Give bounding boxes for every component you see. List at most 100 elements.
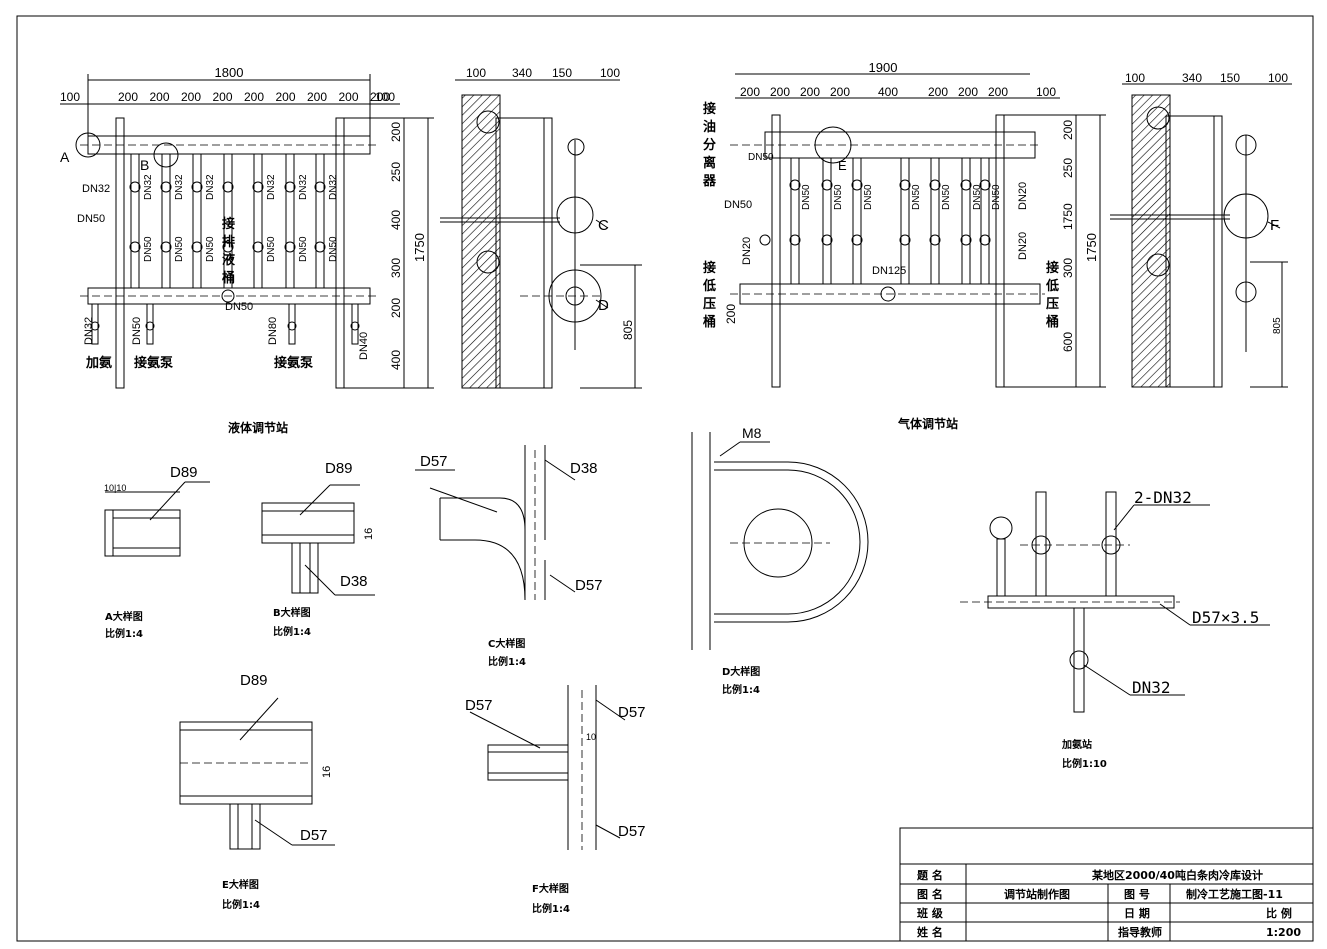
svg-text:400: 400 — [878, 85, 898, 99]
svg-text:DN20: DN20 — [1017, 182, 1029, 210]
liquid-branch-dn32: DN32 — [328, 174, 339, 200]
detail-c: D57 D38 D57 C大样图 比例1:4 — [415, 445, 603, 668]
gas-branch-dn50: DN50 — [941, 184, 952, 210]
svg-text:200: 200 — [800, 85, 820, 99]
svg-text:600: 600 — [1061, 332, 1075, 352]
liquid-branch-dn50: DN50 — [328, 236, 339, 262]
liquid-station-side-view: 100 340 150 100 C D 805 — [440, 66, 642, 389]
liquid-tag-b: B — [140, 157, 149, 173]
gas-branch-dn50: DN50 — [911, 184, 922, 210]
svg-text:200: 200 — [389, 298, 403, 318]
svg-text:班 级: 班 级 — [917, 906, 944, 920]
gas-label-jyf: 接 油 分 离 器 — [702, 101, 717, 189]
svg-text:分: 分 — [703, 137, 716, 153]
liquid-branch-dn32: DN32 — [174, 174, 185, 200]
svg-text:10: 10 — [586, 732, 596, 742]
svg-text:比 例: 比 例 — [1266, 906, 1292, 920]
liquid-side-wall — [461, 94, 501, 389]
liquid-dim-200: 200 — [150, 90, 170, 104]
detail-b: D89 D38 16 B大样图 比例1:4 — [261, 460, 375, 638]
svg-text:比例1:4: 比例1:4 — [722, 683, 760, 696]
svg-text:DN50: DN50 — [724, 199, 752, 211]
detail-a: D89 10|10 A大样图 比例1:4 — [104, 464, 210, 640]
svg-text:200: 200 — [724, 304, 738, 324]
liquid-branch-dn50: DN50 — [298, 236, 309, 262]
svg-text:比例1:4: 比例1:4 — [273, 625, 311, 638]
svg-text:接: 接 — [703, 260, 716, 276]
svg-text:压: 压 — [703, 297, 716, 312]
svg-text:D57: D57 — [465, 697, 493, 714]
svg-text:DN80: DN80 — [267, 317, 279, 345]
gas-tag-e: E — [838, 158, 847, 173]
liquid-branches: DN32DN50DN32DN50DN32DN50DN32DN50DN32DN50… — [90, 153, 360, 345]
svg-text:805: 805 — [1272, 317, 1283, 334]
svg-text:150: 150 — [1220, 71, 1240, 85]
gas-bottom-header — [739, 283, 1041, 305]
drawing-name: 调节站制作图 — [1004, 887, 1070, 901]
svg-text:比例1:10: 比例1:10 — [1062, 757, 1107, 770]
svg-text:低: 低 — [702, 278, 716, 294]
sheet-border — [16, 15, 1314, 942]
svg-text:F大样图: F大样图 — [532, 882, 569, 895]
svg-text:200: 200 — [1061, 120, 1075, 140]
svg-text:200: 200 — [740, 85, 760, 99]
svg-text:200: 200 — [389, 122, 403, 142]
svg-text:805: 805 — [621, 320, 635, 340]
svg-text:200: 200 — [928, 85, 948, 99]
svg-text:DN32: DN32 — [1132, 678, 1171, 697]
svg-text:D89: D89 — [170, 464, 198, 481]
detail-ammonia-station: 2-DN32 D57×3.5 DN32 加氨站 比例1:10 — [960, 488, 1270, 770]
gas-branch-dn50: DN50 — [833, 184, 844, 210]
svg-text:低: 低 — [1045, 278, 1059, 294]
svg-text:D57: D57 — [575, 577, 603, 594]
liquid-tag-d: D — [598, 297, 609, 314]
svg-text:200: 200 — [958, 85, 978, 99]
svg-text:比例1:4: 比例1:4 — [488, 655, 526, 668]
svg-text:图 号: 图 号 — [1124, 888, 1150, 901]
svg-text:接: 接 — [1046, 260, 1059, 276]
gas-branch-dn50: DN50 — [801, 184, 812, 210]
liquid-dim-100a: 100 — [60, 90, 80, 104]
gas-tag-f: F — [1270, 217, 1279, 234]
gas-total-width: 1900 — [869, 60, 898, 75]
liquid-dim-200: 200 — [181, 90, 201, 104]
liquid-dim-200: 200 — [244, 90, 264, 104]
svg-text:200: 200 — [770, 85, 790, 99]
svg-text:D57: D57 — [618, 704, 646, 721]
svg-text:比例1:4: 比例1:4 — [222, 898, 260, 911]
svg-text:姓 名: 姓 名 — [917, 925, 943, 939]
gas-station-front-view: 1900 200 200 200 200 400 200 200 200 100… — [702, 60, 1106, 431]
liquid-total-width: 1800 — [215, 65, 244, 80]
title-block: 题 名 某地区2000/40吨白条肉冷库设计 图 名 调节站制作图 图 号 制冷… — [899, 827, 1314, 942]
liquid-tag-c: C — [598, 217, 609, 234]
svg-text:油: 油 — [703, 119, 716, 135]
drawing-number: 制冷工艺施工图-11 — [1186, 887, 1283, 901]
svg-text:桶: 桶 — [702, 314, 716, 330]
svg-text:B大样图: B大样图 — [273, 606, 311, 619]
liquid-dn50-bottom: DN50 — [225, 301, 253, 313]
liquid-label-jab1: 接氨泵 — [134, 355, 173, 371]
svg-text:排: 排 — [222, 234, 235, 250]
liquid-dim-200: 200 — [276, 90, 296, 104]
svg-text:器: 器 — [702, 174, 717, 189]
pressure-gauge-icon — [989, 516, 1013, 540]
liquid-branch-dn50: DN50 — [205, 236, 216, 262]
liquid-dim-200: 200 — [370, 90, 390, 104]
liquid-branch-dn32: DN32 — [205, 174, 216, 200]
svg-text:100: 100 — [600, 66, 620, 80]
liquid-label-jiaan: 加氨 — [85, 355, 112, 371]
svg-text:100: 100 — [1036, 85, 1056, 99]
liquid-tag-a: A — [60, 149, 70, 165]
gas-branch-dn50: DN50 — [972, 184, 983, 210]
svg-text:D89: D89 — [240, 672, 268, 689]
liquid-dim-200: 200 — [118, 90, 138, 104]
detail-e: D89 D57 16 E大样图 比例1:4 — [179, 672, 335, 911]
svg-text:D57: D57 — [618, 823, 646, 840]
svg-text:DN50: DN50 — [131, 317, 143, 345]
svg-text:DN20: DN20 — [741, 237, 753, 265]
svg-text:桶: 桶 — [221, 270, 235, 286]
svg-text:D38: D38 — [340, 573, 368, 590]
svg-text:接: 接 — [222, 216, 235, 232]
